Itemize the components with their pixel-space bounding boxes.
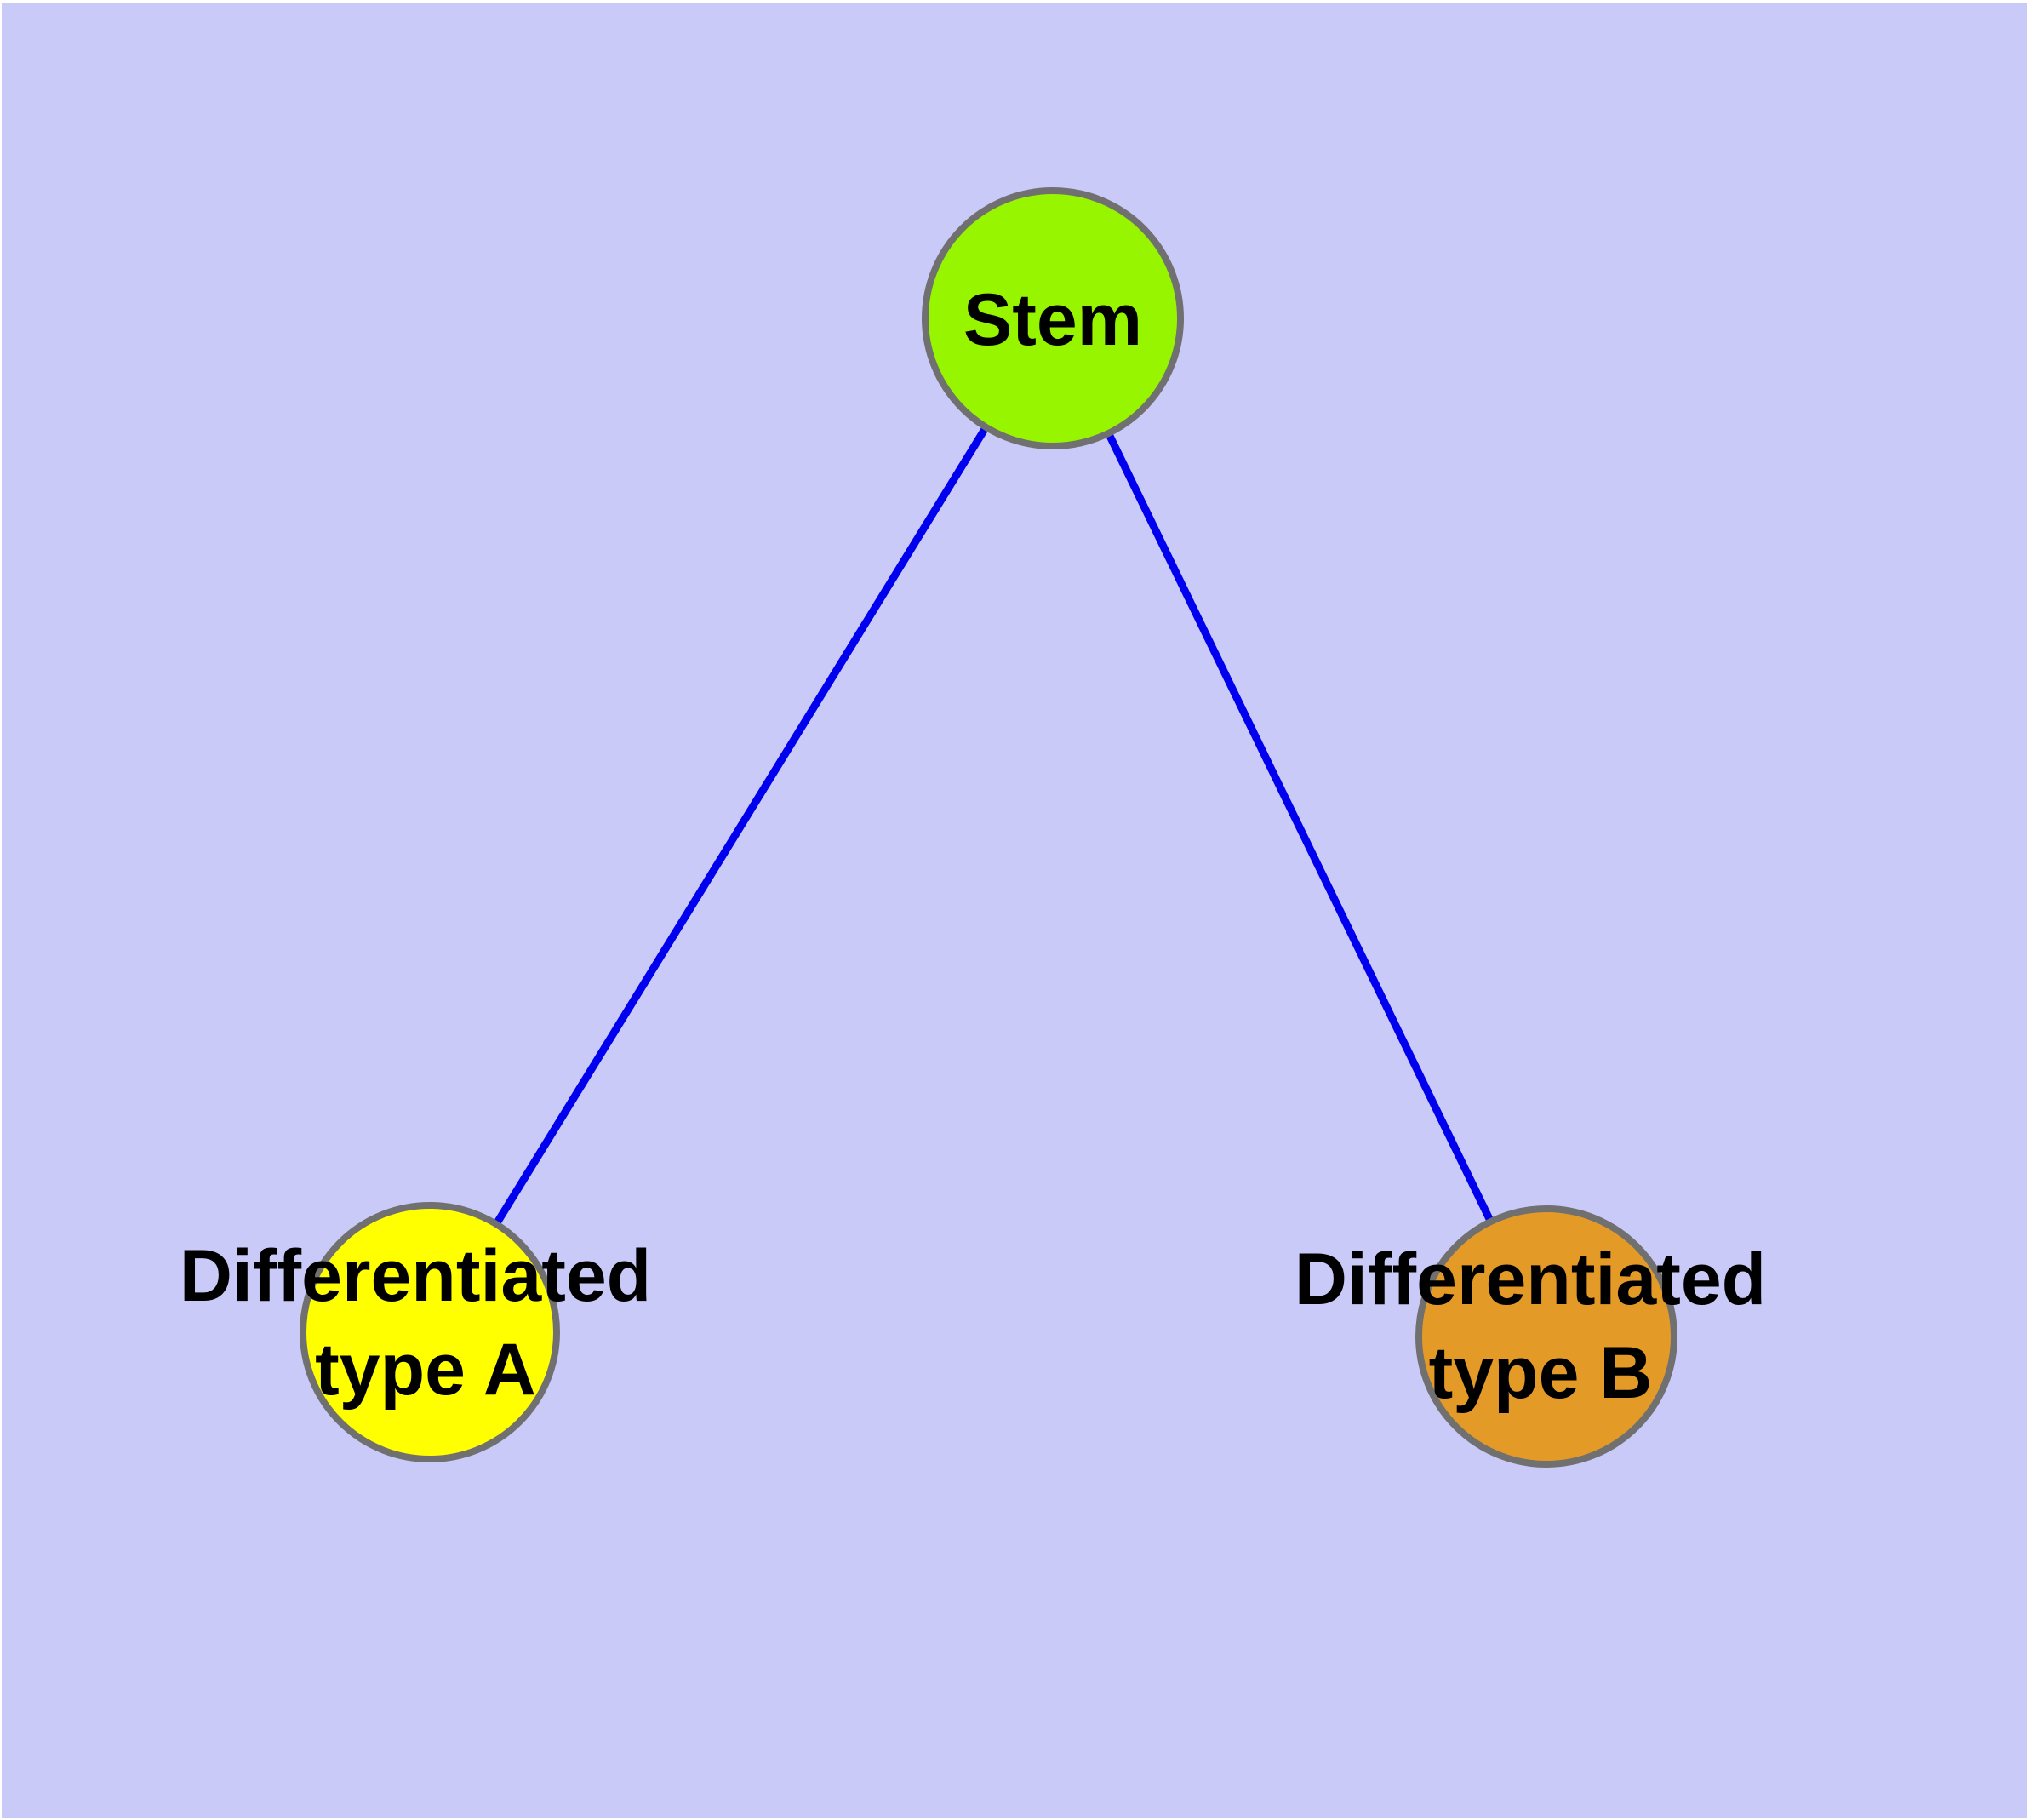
node-differentiated-type-a — [300, 1202, 560, 1462]
node-typeB-label: Differentiated type B — [1295, 1239, 1786, 1414]
node-typeB-label-line2: type B — [1429, 1332, 1653, 1414]
node-typeA-label-line2: type A — [315, 1329, 536, 1411]
node-typeA-label: Differentiated type A — [180, 1235, 672, 1411]
node-stem-label: Stem — [963, 279, 1142, 361]
node-stem — [922, 187, 1184, 449]
node-differentiated-type-b — [1415, 1205, 1677, 1468]
node-typeB-label-line1: Differentiated — [1295, 1239, 1766, 1320]
edge-stem-to-typeA — [426, 316, 1056, 1335]
edge-stem-to-typeB — [1049, 317, 1551, 1338]
node-typeA-label-line1: Differentiated — [180, 1235, 651, 1317]
